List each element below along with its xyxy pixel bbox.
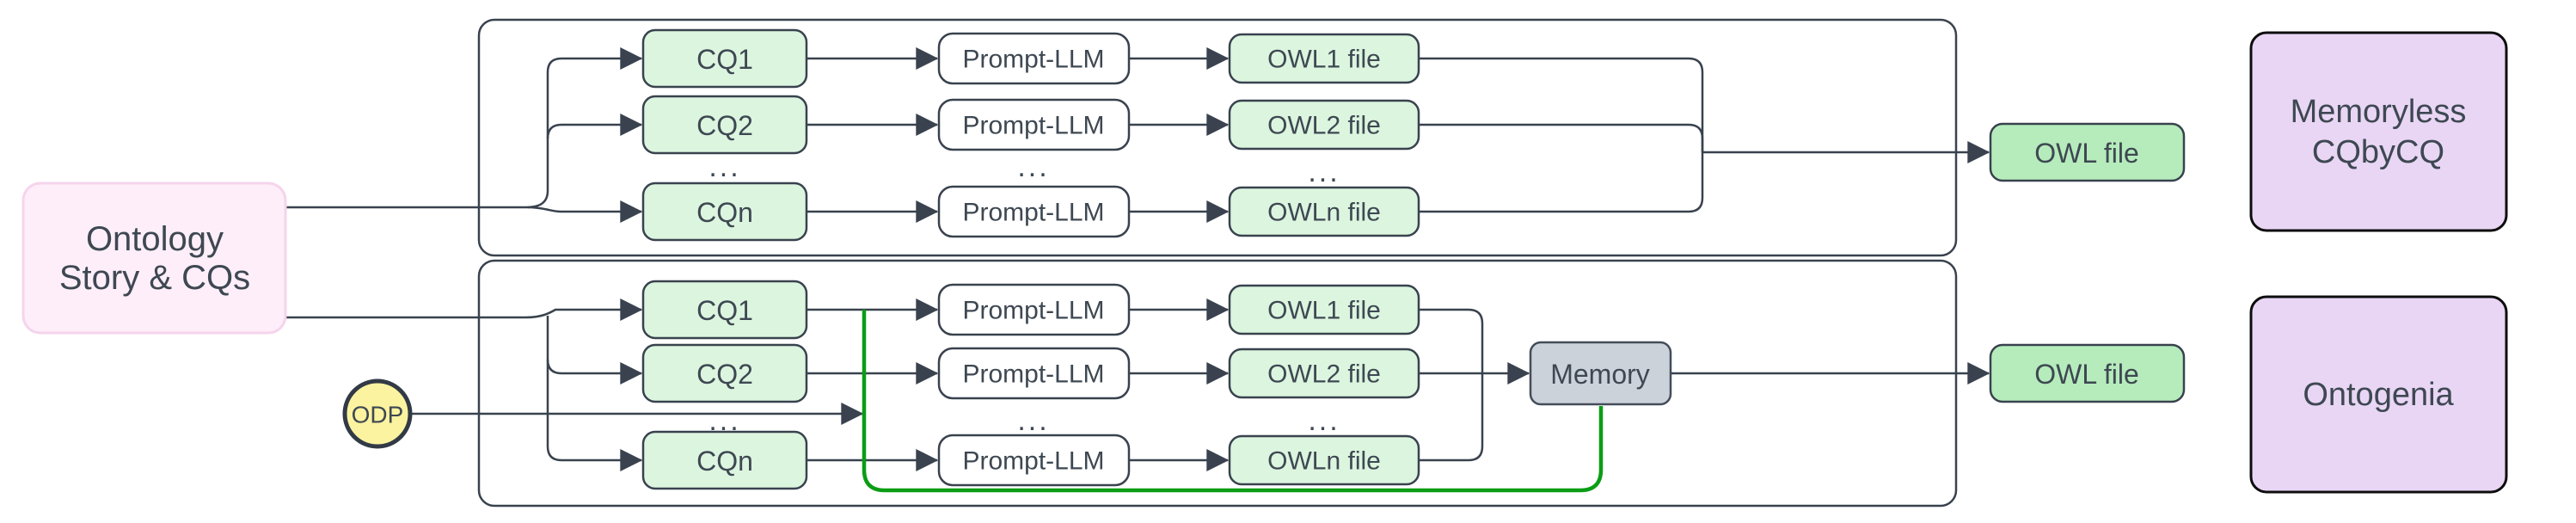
owl1-file-node-top — [1228, 33, 1420, 84]
cq1-label-top: CQ1 — [696, 44, 753, 75]
prompt-llm1-label-top: Prompt-LLM — [962, 46, 1104, 74]
owl-file-output-node-bottom — [1989, 343, 2186, 403]
memoryless-cqbycq-node — [2249, 31, 2508, 232]
owl-ellipsis-bottom: ... — [1308, 404, 1340, 437]
prompt-llm1-node-top — [937, 32, 1131, 85]
prompt-ellipsis-top: ... — [1017, 151, 1049, 183]
owl1-file-label-bottom: OWL1 file — [1267, 297, 1381, 325]
cqn-node-top — [641, 182, 808, 242]
cqn-label-bottom: CQn — [696, 446, 753, 477]
memoryless-pipeline-container — [477, 18, 1958, 257]
cq-ellipsis-bottom: ... — [708, 404, 740, 437]
ontogenia-label: Ontogenia — [2303, 377, 2454, 413]
connector-branch-to-cq2-bottom — [546, 359, 643, 385]
owl1-file-label-top: OWL1 file — [1267, 46, 1381, 74]
owl-file-output-label-bottom: OWL file — [2034, 359, 2139, 390]
connector-branch-to-cqn-bottom — [546, 316, 643, 471]
owln-file-label-top: OWLn file — [1267, 199, 1381, 227]
owl1-file-node-bottom — [1228, 284, 1420, 335]
prompt-llmn-node-top — [937, 185, 1131, 238]
cq2-node-bottom — [641, 343, 808, 403]
cq1-node-bottom — [641, 280, 808, 340]
memoryless-cqbycq-label-line1: Memoryless — [2291, 94, 2467, 130]
odp-node — [342, 378, 413, 449]
connector-owl1-merge-top — [1419, 57, 1704, 152]
ontology-story-cqs-label-line2: Story & CQs — [59, 259, 250, 297]
connector-owl1-merge-bottom — [1419, 308, 1484, 373]
owl-ellipsis-top: ... — [1308, 156, 1340, 188]
cq1-node-top — [641, 28, 808, 89]
owl2-file-label-bottom: OWL2 file — [1267, 360, 1381, 389]
prompt-llmn-label-top: Prompt-LLM — [962, 199, 1104, 227]
owl2-file-node-top — [1228, 99, 1420, 151]
connector-branch-to-cq2-top — [546, 114, 643, 139]
ontology-story-cqs-node — [21, 182, 287, 335]
cq-ellipsis-top: ... — [708, 151, 740, 183]
prompt-llm2-node-bottom — [937, 347, 1131, 400]
prompt-llmn-label-bottom: Prompt-LLM — [962, 447, 1104, 476]
connector-memory-feedback-green — [862, 310, 1604, 493]
cq2-label-bottom: CQ2 — [696, 359, 753, 390]
memory-node — [1529, 341, 1672, 406]
prompt-llm2-label-bottom: Prompt-LLM — [962, 360, 1104, 389]
ontogenia-node — [2249, 295, 2508, 494]
prompt-ellipsis-bottom: ... — [1017, 404, 1049, 437]
memoryless-cqbycq-label-line2: CQbyCQ — [2312, 134, 2444, 170]
cqn-label-top: CQn — [696, 197, 753, 228]
owl2-file-node-bottom — [1228, 348, 1420, 399]
connector-owl2-merge-top — [1419, 123, 1704, 152]
connector-branch-to-cqn-top — [527, 200, 643, 223]
owl-file-output-label-top: OWL file — [2034, 138, 2139, 169]
cq2-label-top: CQ2 — [696, 110, 753, 141]
odp-label: ODP — [352, 402, 404, 428]
connector-owln-merge-bottom — [1419, 373, 1484, 462]
prompt-llmn-node-bottom — [937, 434, 1131, 487]
connector-input-to-cq1-bottom — [285, 298, 643, 321]
owln-file-node-top — [1228, 186, 1420, 237]
memory-label: Memory — [1550, 359, 1650, 390]
cq2-node-top — [641, 95, 808, 155]
cq1-label-bottom: CQ1 — [696, 295, 753, 326]
prompt-llm1-label-bottom: Prompt-LLM — [962, 297, 1104, 325]
owl2-file-label-top: OWL2 file — [1267, 112, 1381, 140]
owl-file-output-node-top — [1989, 122, 2186, 182]
owln-file-label-bottom: OWLn file — [1267, 447, 1381, 476]
prompt-llm1-node-bottom — [937, 283, 1131, 336]
prompt-llm2-node-top — [937, 98, 1131, 151]
cqn-node-bottom — [641, 430, 808, 490]
connector-owln-merge-top — [1419, 152, 1704, 213]
prompt-llm2-label-top: Prompt-LLM — [962, 112, 1104, 140]
ontology-story-cqs-label-line1: Ontology — [86, 220, 224, 258]
owln-file-node-bottom — [1228, 434, 1420, 486]
